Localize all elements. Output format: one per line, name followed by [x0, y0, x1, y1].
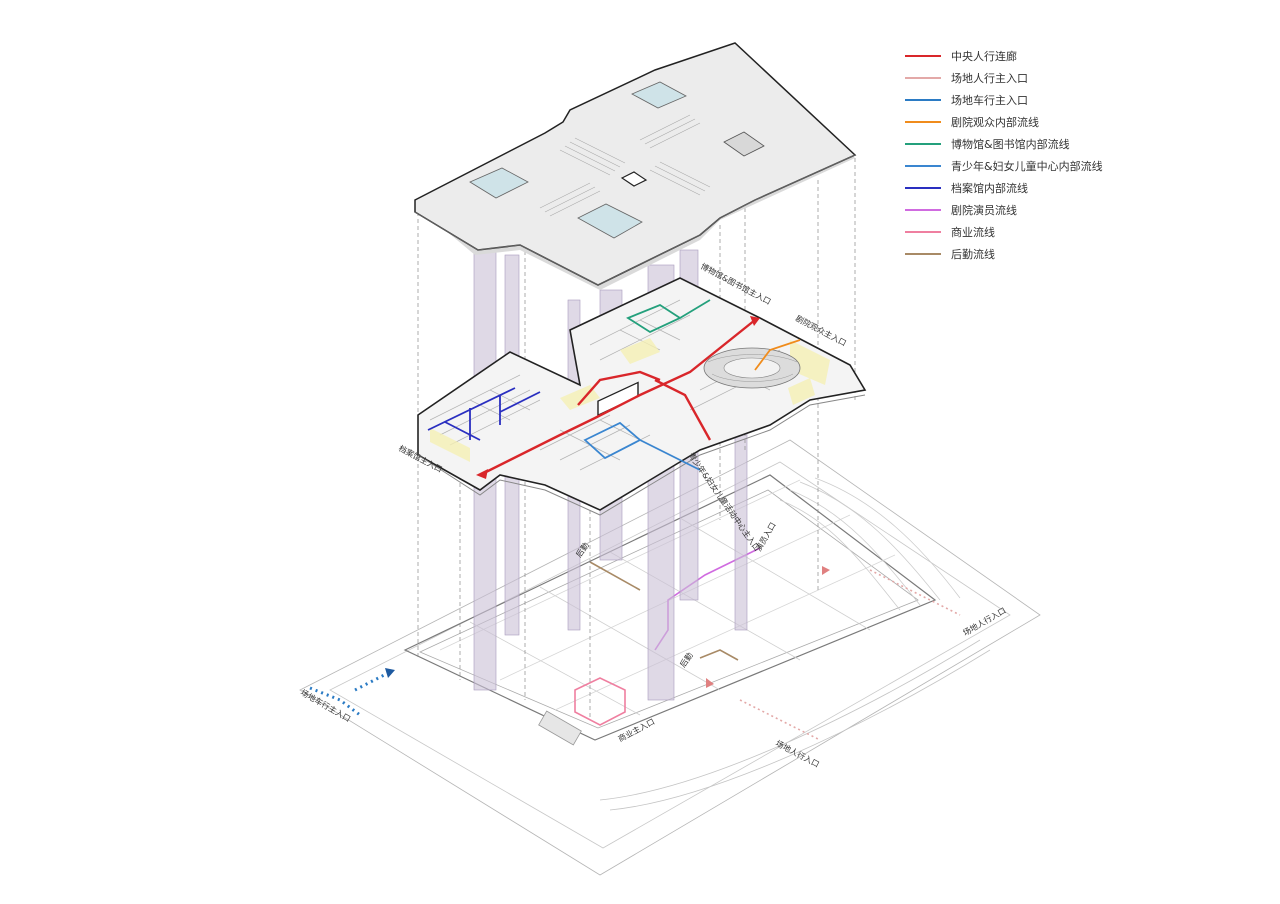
contour-lines — [779, 477, 961, 611]
label-actor-entrance: 演员入口 — [753, 520, 778, 553]
legend-swatch — [905, 143, 941, 145]
vehicle-flow — [309, 670, 391, 717]
legend-item: 剧院观众内部流线 — [905, 111, 1125, 133]
legend-swatch — [905, 99, 941, 101]
curved-road — [609, 649, 991, 811]
grid-line — [539, 586, 721, 691]
ground-flows — [309, 547, 961, 741]
legend-item: 档案馆内部流线 — [905, 177, 1125, 199]
entry-arrow — [706, 678, 714, 688]
legend-item: 博物馆&图书馆内部流线 — [905, 133, 1125, 155]
middle-floor — [417, 277, 867, 516]
skylight — [469, 167, 529, 199]
skylight — [631, 81, 687, 109]
site-road-inner — [329, 461, 1011, 849]
legend-label: 场地人行主入口 — [951, 72, 1028, 85]
legend-label: 中央人行连廊 — [951, 50, 1017, 63]
skylight — [577, 203, 643, 239]
legend-label: 场地车行主入口 — [951, 94, 1028, 107]
logistics-flow-2 — [699, 649, 739, 661]
corridor-arrow — [476, 469, 488, 479]
logistics-flow-1 — [589, 561, 641, 591]
site-outline — [299, 439, 1041, 876]
grid-line — [609, 551, 801, 661]
legend-item: 后勤流线 — [905, 243, 1125, 265]
roof — [414, 42, 857, 290]
legend-swatch — [905, 77, 941, 79]
pedestrian-flow-1 — [739, 699, 821, 741]
legend-item: 场地人行主入口 — [905, 67, 1125, 89]
legend-swatch — [905, 55, 941, 57]
theater — [703, 347, 801, 389]
corridor-arrow — [750, 316, 760, 326]
legend-label: 剧院演员流线 — [951, 204, 1017, 217]
grid-line — [679, 517, 871, 631]
legend-item: 场地车行主入口 — [905, 89, 1125, 111]
legend-item: 商业流线 — [905, 221, 1125, 243]
legend-swatch — [905, 209, 941, 211]
label-site-pedestrian-entrance-2: 场地人行入口 — [774, 738, 821, 769]
label-site-pedestrian-entrance-1: 场地人行入口 — [961, 605, 1008, 638]
commercial-flow — [574, 677, 626, 726]
pedestrian-flow-2 — [869, 569, 961, 616]
entry-arrow — [822, 566, 830, 575]
curved-road — [599, 639, 981, 801]
roof-stairs — [539, 114, 711, 217]
legend: 中央人行连廊场地人行主入口场地车行主入口剧院观众内部流线博物馆&图书馆内部流线青… — [905, 45, 1125, 265]
slab-edge — [417, 394, 866, 516]
legend-swatch — [905, 253, 941, 255]
ramp — [538, 710, 582, 746]
highlight-zones — [430, 338, 830, 462]
legend-item: 中央人行连廊 — [905, 45, 1125, 67]
skylight-void — [723, 131, 765, 157]
legend-label: 后勤流线 — [951, 248, 995, 261]
grid-line — [499, 514, 851, 681]
label-commercial-entrance: 商业主入口 — [616, 716, 656, 744]
roof-edge — [414, 154, 856, 286]
legend-swatch — [905, 231, 941, 233]
legend-label: 商业流线 — [951, 226, 995, 239]
floor-flows — [427, 299, 801, 477]
label-site-vehicle-entrance: 场地车行主入口 — [299, 687, 352, 724]
legend-swatch — [905, 187, 941, 189]
legend-label: 剧院观众内部流线 — [951, 116, 1039, 129]
theater-stage — [723, 357, 781, 379]
archives-flow — [427, 387, 541, 441]
legend-item: 剧院演员流线 — [905, 199, 1125, 221]
legend-swatch — [905, 165, 941, 167]
legend-label: 博物馆&图书馆内部流线 — [951, 138, 1070, 151]
museum-flow — [626, 299, 711, 334]
central-corridor — [479, 319, 756, 477]
legend-label: 档案馆内部流线 — [951, 182, 1028, 195]
entry-arrow — [385, 668, 395, 678]
roof-slab — [414, 42, 857, 286]
theater-audience-flow — [754, 339, 801, 371]
legend-swatch — [905, 121, 941, 123]
legend-item: 青少年&妇女儿童中心内部流线 — [905, 155, 1125, 177]
legend-label: 青少年&妇女儿童中心内部流线 — [951, 160, 1103, 173]
grid-line — [469, 621, 641, 716]
roof-opening — [620, 171, 648, 187]
youth-center-flow — [583, 421, 701, 471]
